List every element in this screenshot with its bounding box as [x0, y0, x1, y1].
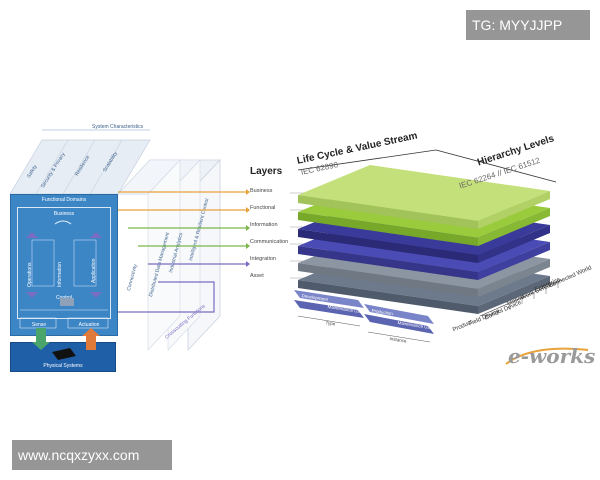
- layer-label-functional: Functional: [250, 205, 276, 211]
- layer-label-integration: Integration: [250, 256, 276, 262]
- business-domain-label: Business: [53, 211, 75, 217]
- functional-domains-panel: Functional Domains Business Operations I…: [10, 194, 118, 336]
- layer-label-information: Information: [250, 222, 278, 228]
- layer-stack: [290, 149, 563, 320]
- actuation-label: Actuation: [78, 322, 100, 328]
- physical-systems-arrows: [32, 328, 100, 360]
- watermark-bottom-left-text: www.ncqxzyxx.com: [18, 447, 140, 463]
- watermark-bottom-left: www.ncqxzyxx.com: [12, 440, 172, 470]
- layers-title: Layers: [250, 166, 283, 177]
- system-characteristics-label: System Characteristics: [92, 124, 144, 130]
- layer-label-communication: Communication: [250, 239, 289, 245]
- functional-domains-label: Functional Domains: [41, 197, 87, 203]
- layer-label-asset: Asset: [250, 273, 264, 279]
- physical-systems-label: Physical Systems: [43, 363, 83, 369]
- watermark-top-right-text: TG: MYYJJPP: [472, 17, 563, 33]
- domains-arrows: [19, 220, 109, 329]
- e-works-logo: e-works: [508, 344, 596, 368]
- domains-inner-box: [17, 207, 111, 319]
- crosscutting-sheets: [9, 129, 221, 352]
- watermark-top-right: TG: MYYJJPP: [466, 10, 590, 40]
- layer-connector-arrows: [118, 189, 250, 313]
- layer-label-business: Business: [250, 188, 273, 194]
- logo-swoosh: [505, 347, 589, 365]
- sense-label: Sense: [31, 322, 47, 328]
- life-cycle-bars: [294, 290, 434, 343]
